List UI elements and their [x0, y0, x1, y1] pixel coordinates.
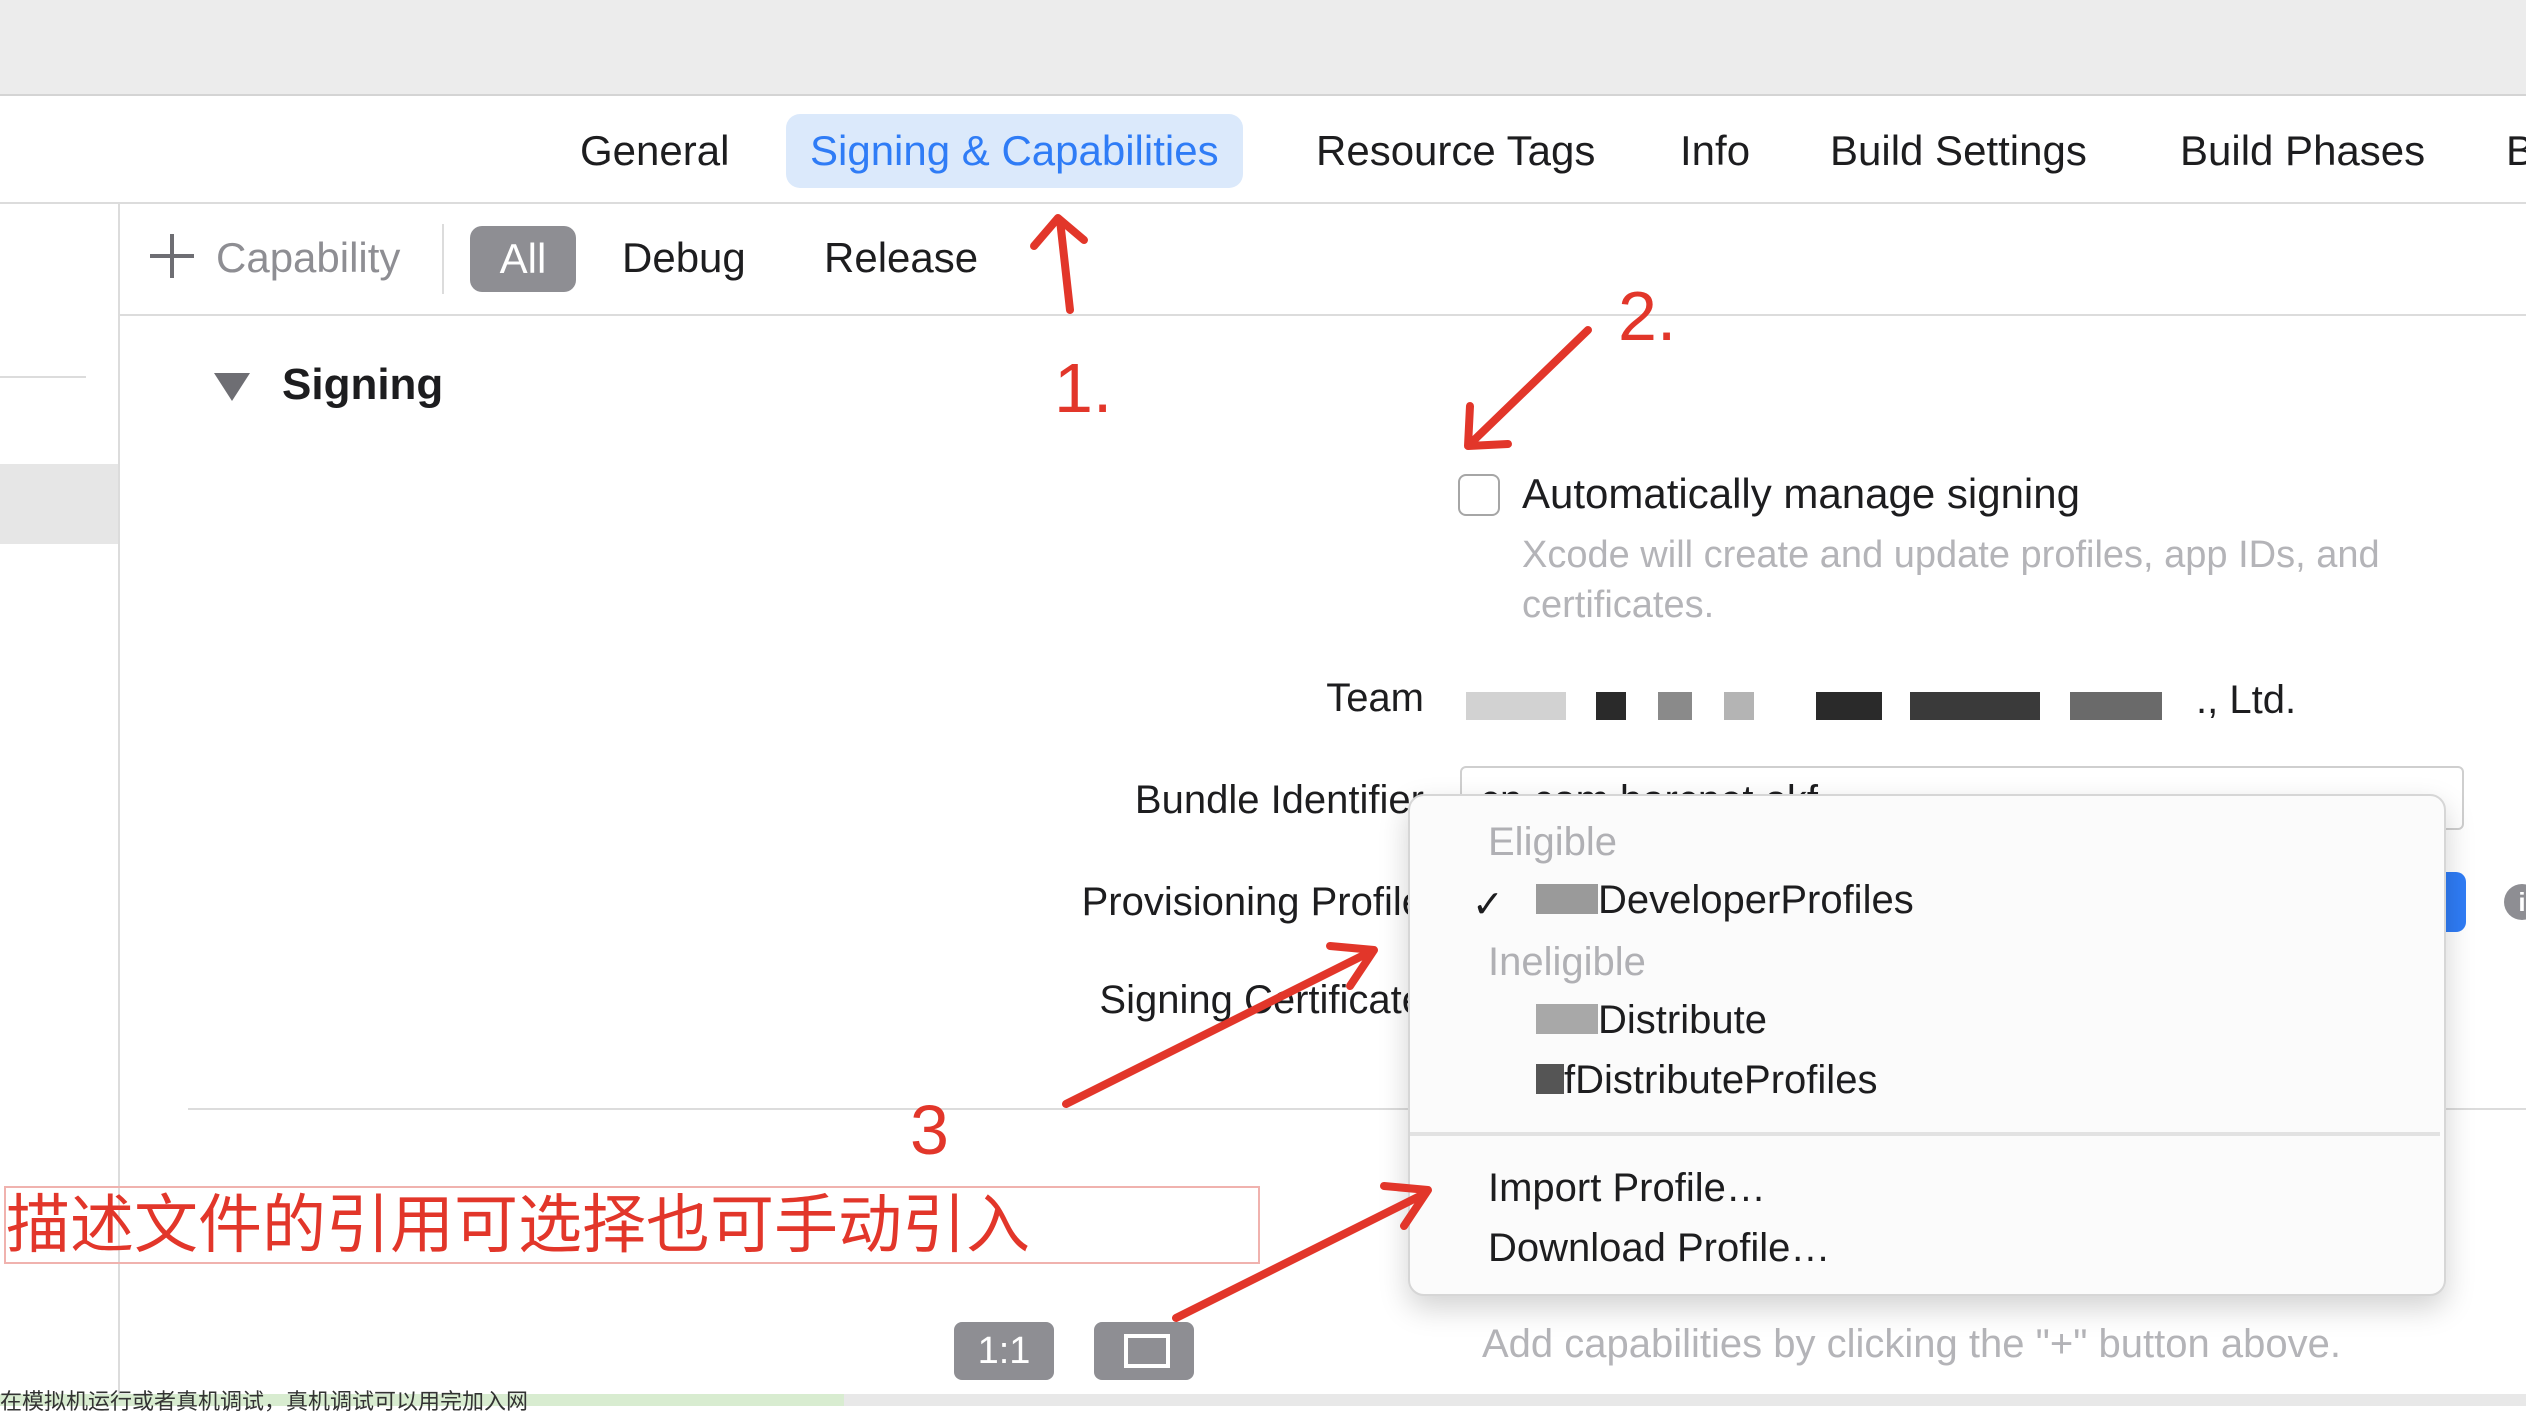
- annotation-step-1: 1.: [1054, 349, 1113, 427]
- filter-debug-button[interactable]: Debug: [622, 234, 746, 281]
- add-capability-button[interactable]: Capability: [216, 234, 401, 281]
- window-titlebar: [0, 0, 2526, 96]
- zoom-actual-size-button[interactable]: 1:1: [954, 1322, 1054, 1380]
- targets-sidebar: [0, 204, 120, 1406]
- team-value[interactable]: ., Ltd.: [1466, 678, 2366, 728]
- tab-signing-capabilities[interactable]: Signing & Capabilities: [786, 114, 1243, 188]
- redacted-block: [1910, 692, 2040, 720]
- disclosure-triangle-icon[interactable]: [214, 373, 250, 401]
- menu-item-distribute[interactable]: Distribute: [1598, 998, 1767, 1042]
- section-title-signing: Signing: [282, 360, 444, 409]
- menu-item-distribute-profiles[interactable]: fDistributeProfiles: [1564, 1058, 1878, 1102]
- redacted-block: [2070, 692, 2162, 720]
- tab-general[interactable]: General: [580, 127, 730, 174]
- signing-certificate-label: Signing Certificate: [1099, 978, 1424, 1022]
- redacted-block: [1724, 692, 1754, 720]
- provisioning-profile-menu: Eligible ✓ DeveloperProfiles Ineligible …: [1408, 794, 2446, 1296]
- tab-build-settings[interactable]: Build Settings: [1830, 127, 2087, 174]
- tab-truncated[interactable]: B: [2506, 127, 2526, 174]
- checkmark-icon: ✓: [1472, 884, 1504, 926]
- auto-manage-checkbox[interactable]: [1458, 474, 1500, 516]
- menu-item-download-profile[interactable]: Download Profile…: [1488, 1226, 1831, 1270]
- bottom-strip-highlight: [0, 1394, 844, 1406]
- bundle-identifier-label: Bundle Identifier: [1134, 778, 1424, 822]
- redacted-block: [1536, 1004, 1598, 1034]
- annotation-step-2: 2.: [1618, 277, 1677, 355]
- tab-build-phases[interactable]: Build Phases: [2180, 127, 2426, 174]
- annotation-arrowhead-2: [1464, 402, 1512, 450]
- redacted-block: [1816, 692, 1882, 720]
- tab-resource-tags[interactable]: Resource Tags: [1316, 127, 1596, 174]
- bottom-partial-note: 在模拟机运行或者真机调试，真机调试可以用完加入网: [0, 1389, 529, 1414]
- fit-frame-icon: [1124, 1334, 1170, 1368]
- filter-all-button[interactable]: All: [470, 226, 576, 292]
- filter-release-button[interactable]: Release: [824, 234, 979, 281]
- zoom-fit-button[interactable]: [1094, 1322, 1194, 1380]
- redacted-block: [1536, 1064, 1564, 1094]
- section-divider: [188, 1108, 2526, 1110]
- tab-info[interactable]: Info: [1680, 127, 1751, 174]
- sidebar-divider: [0, 376, 86, 378]
- team-suffix: ., Ltd.: [2196, 678, 2297, 722]
- annotation-caption: 描述文件的引用可选择也可手动引入: [4, 1186, 1260, 1264]
- provisioning-profile-label: Provisioning Profile: [1081, 880, 1424, 924]
- redacted-block: [1536, 884, 1598, 914]
- redacted-block: [1596, 692, 1626, 720]
- menu-item-import-profile[interactable]: Import Profile…: [1488, 1166, 1766, 1210]
- menu-separator: [1410, 1132, 2440, 1136]
- toolbar-separator: [442, 224, 444, 294]
- info-icon[interactable]: i: [2504, 884, 2526, 920]
- annotation-arrow-3: [1062, 948, 1374, 1108]
- editor-tab-bar: General Signing & Capabilities Resource …: [0, 96, 2526, 204]
- auto-manage-label[interactable]: Automatically manage signing: [1522, 470, 2080, 517]
- annotation-arrow-2: [1466, 326, 1592, 448]
- menu-item-developer-profiles[interactable]: DeveloperProfiles: [1598, 878, 1914, 922]
- menu-header-ineligible: Ineligible: [1488, 940, 1646, 984]
- capabilities-hint: Add capabilities by clicking the "+" but…: [1482, 1322, 2341, 1366]
- auto-manage-description: Xcode will create and update profiles, a…: [1522, 534, 2380, 626]
- team-label: Team: [1326, 676, 1424, 720]
- menu-header-eligible: Eligible: [1488, 820, 1617, 864]
- redacted-block: [1658, 692, 1692, 720]
- plus-icon[interactable]: [150, 234, 194, 278]
- annotation-step-3: 3: [910, 1091, 949, 1169]
- sidebar-selected-target[interactable]: [0, 464, 118, 544]
- capability-toolbar: Capability All Debug Release: [120, 204, 2526, 316]
- redacted-block: [1466, 692, 1566, 720]
